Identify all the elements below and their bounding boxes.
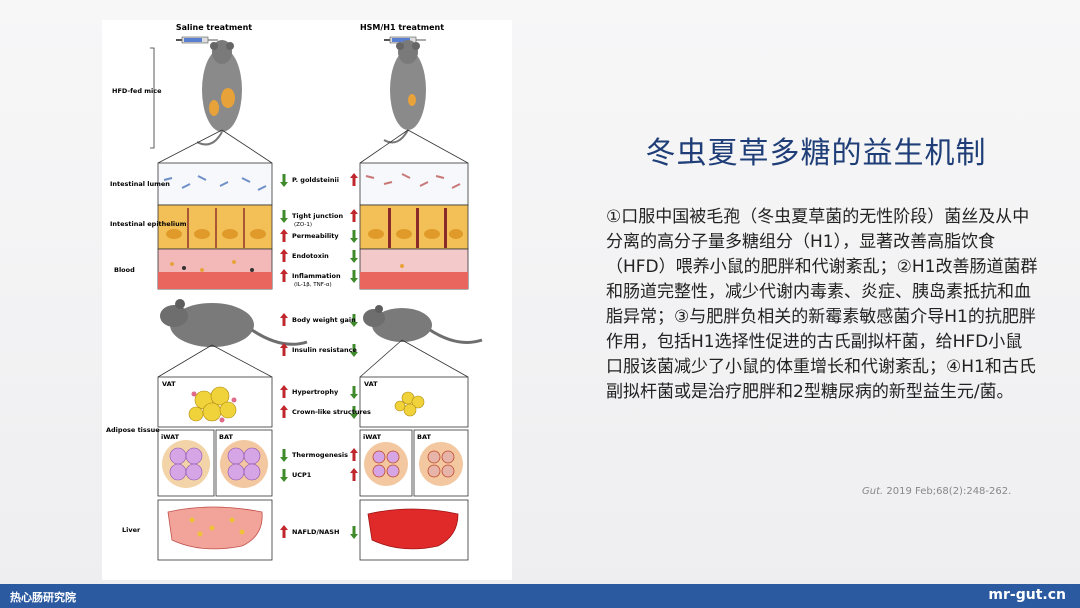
label-blood: Blood [114,266,135,274]
arrow-down-icon [350,526,358,539]
syringe-icon-left [176,36,218,44]
effect-label: Thermogenesis [292,451,348,459]
iwat-bat-left [157,429,273,497]
citation: Gut. 2019 Feb;68(2):248-262. [862,486,1011,497]
liver-panel-left [157,499,273,561]
arrow-up-icon [280,229,288,242]
arrow-down-icon [350,250,358,263]
effect-label: Crown-like structures [292,408,371,416]
label-liver: Liver [122,526,141,534]
citation-journal: Gut. [862,486,884,497]
effect-label: UCP1 [292,471,312,479]
arrow-down-icon [280,210,288,223]
arrow-up-icon [350,173,358,186]
figure-canvas: Saline treatment HSM/H1 treatment [106,23,483,561]
label-iwat-left: iWAT [161,433,180,441]
arrow-up-icon [280,313,288,326]
mouse-side-left [160,299,308,347]
mechanism-figure: Saline treatment HSM/H1 treatment [102,20,512,580]
effect-label: Hypertrophy [292,388,339,396]
left-header: Saline treatment [176,23,252,32]
slide-title: 冬虫夏草多糖的益生机制 [645,136,987,171]
arrow-up-icon [280,343,288,356]
arrow-up-icon [280,385,288,398]
label-adipose: Adipose tissue [106,426,160,434]
effect-sublabel: (IL-1β, TNF-α) [294,282,332,288]
arrow-up-icon [350,209,358,222]
effect-label: Tight junction [292,212,343,220]
arrow-down-icon [350,406,358,419]
arrow-up-icon [350,448,358,461]
arrow-up-icon [280,249,288,262]
label-epithelium: Intestinal epithelium [110,220,187,228]
arrow-down-icon [280,469,288,482]
effect-label: Endotoxin [292,252,329,260]
arrow-down-icon [280,449,288,462]
mouse-side-right [363,305,483,344]
citation-details: 2019 Feb;68(2):248-262. [883,486,1012,497]
arrow-up-icon [350,468,358,481]
effect-sublabel: (ZO-1) [294,222,312,228]
right-header: HSM/H1 treatment [360,23,444,32]
effect-label: Permeability [292,232,339,240]
effect-label: Body weight gain [292,316,356,324]
slide-body: ①口服中国被毛孢（冬虫夏草菌的无性阶段）菌丝及从中分离的高分子量多糖组分（H1）… [606,207,1038,402]
arrow-down-icon [350,270,358,283]
footer-bar: 热心肠研究院 mr-gut.cn [0,584,1080,608]
effect-label: NAFLD/NASH [292,528,339,536]
intestine-panel-left [157,162,273,290]
label-bat-left: BAT [219,433,233,441]
mouse-top-right [383,40,426,144]
liver-panel-right [359,499,469,561]
label-mice: HFD-fed mice [112,87,162,95]
label-vat-right: VAT [364,380,378,388]
effect-label: Insulin resistance [292,346,357,354]
arrow-down-icon [350,344,358,357]
vat-panel-left [157,376,273,428]
arrow-down-icon [350,230,358,243]
effect-label: P. goldsteinii [292,176,339,184]
label-iwat-right: iWAT [363,433,382,441]
footer-brand: 热心肠研究院 [10,591,76,604]
iwat-bat-right [359,429,469,497]
arrow-up-icon [280,525,288,538]
effect-label: Inflammation [292,272,341,280]
arrow-down-icon [350,386,358,399]
label-vat-left: VAT [162,380,176,388]
label-lumen: Intestinal lumen [110,180,170,188]
label-bat-right: BAT [417,433,431,441]
mouse-top-left [196,40,242,146]
arrow-up-icon [280,405,288,418]
vat-panel-right [359,376,469,428]
arrow-down-icon [280,174,288,187]
arrow-down-icon [350,314,358,327]
arrow-up-icon [280,269,288,282]
intestine-panel-right [359,162,469,290]
footer-site[interactable]: mr-gut.cn [988,587,1066,603]
